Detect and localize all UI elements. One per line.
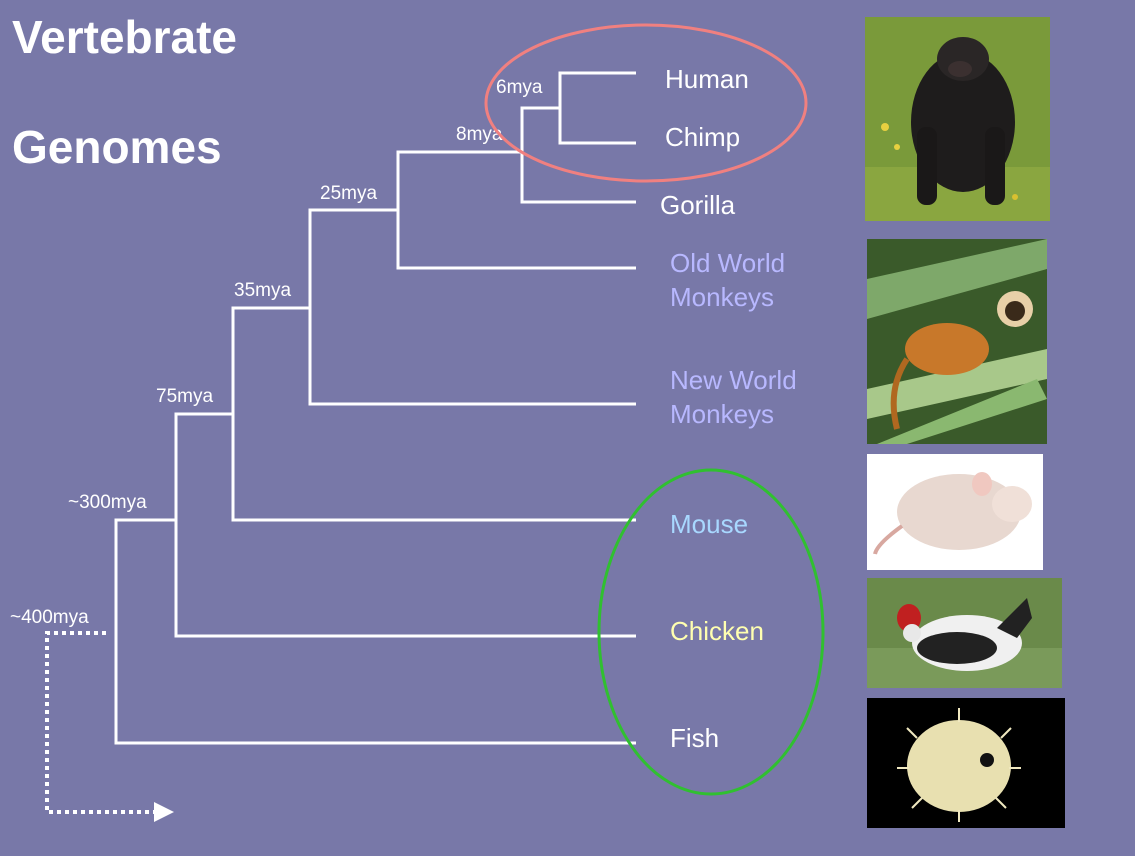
rooster-photo bbox=[867, 578, 1062, 688]
monkey-photo bbox=[867, 239, 1047, 444]
highlight-primates bbox=[486, 25, 806, 181]
taxon-mouse: Mouse bbox=[670, 509, 748, 539]
taxon-new-world-line1: New World bbox=[670, 365, 797, 395]
time-arrow-head bbox=[154, 802, 174, 822]
gorilla-photo bbox=[865, 17, 1050, 221]
label-25mya: 25mya bbox=[320, 183, 377, 204]
label-6mya: 6mya bbox=[496, 77, 543, 98]
pufferfish-photo bbox=[867, 698, 1065, 828]
taxon-old-world-line2: Monkeys bbox=[670, 282, 774, 312]
branch-gorilla bbox=[522, 108, 636, 202]
taxon-human: Human bbox=[665, 64, 749, 94]
branch-fish bbox=[116, 520, 636, 743]
taxon-chicken: Chicken bbox=[670, 616, 764, 646]
taxon-old-world-line1: Old World bbox=[670, 248, 785, 278]
taxon-gorilla: Gorilla bbox=[660, 190, 736, 220]
label-300mya: ~300mya bbox=[68, 492, 147, 513]
branch-old-world bbox=[398, 152, 636, 268]
label-75mya: 75mya bbox=[156, 386, 213, 407]
branch-human-chimp bbox=[560, 73, 636, 143]
taxon-chimp: Chimp bbox=[665, 122, 740, 152]
branch-mouse bbox=[233, 308, 636, 520]
taxon-fish: Fish bbox=[670, 723, 719, 753]
mouse-photo bbox=[867, 454, 1043, 570]
label-400mya: ~400mya bbox=[10, 607, 89, 628]
time-arrow bbox=[47, 633, 155, 812]
branch-new-world bbox=[310, 210, 636, 404]
label-35mya: 35mya bbox=[234, 280, 291, 301]
label-8mya: 8mya bbox=[456, 124, 503, 145]
branch-chicken bbox=[176, 414, 636, 636]
taxon-new-world-line2: Monkeys bbox=[670, 399, 774, 429]
